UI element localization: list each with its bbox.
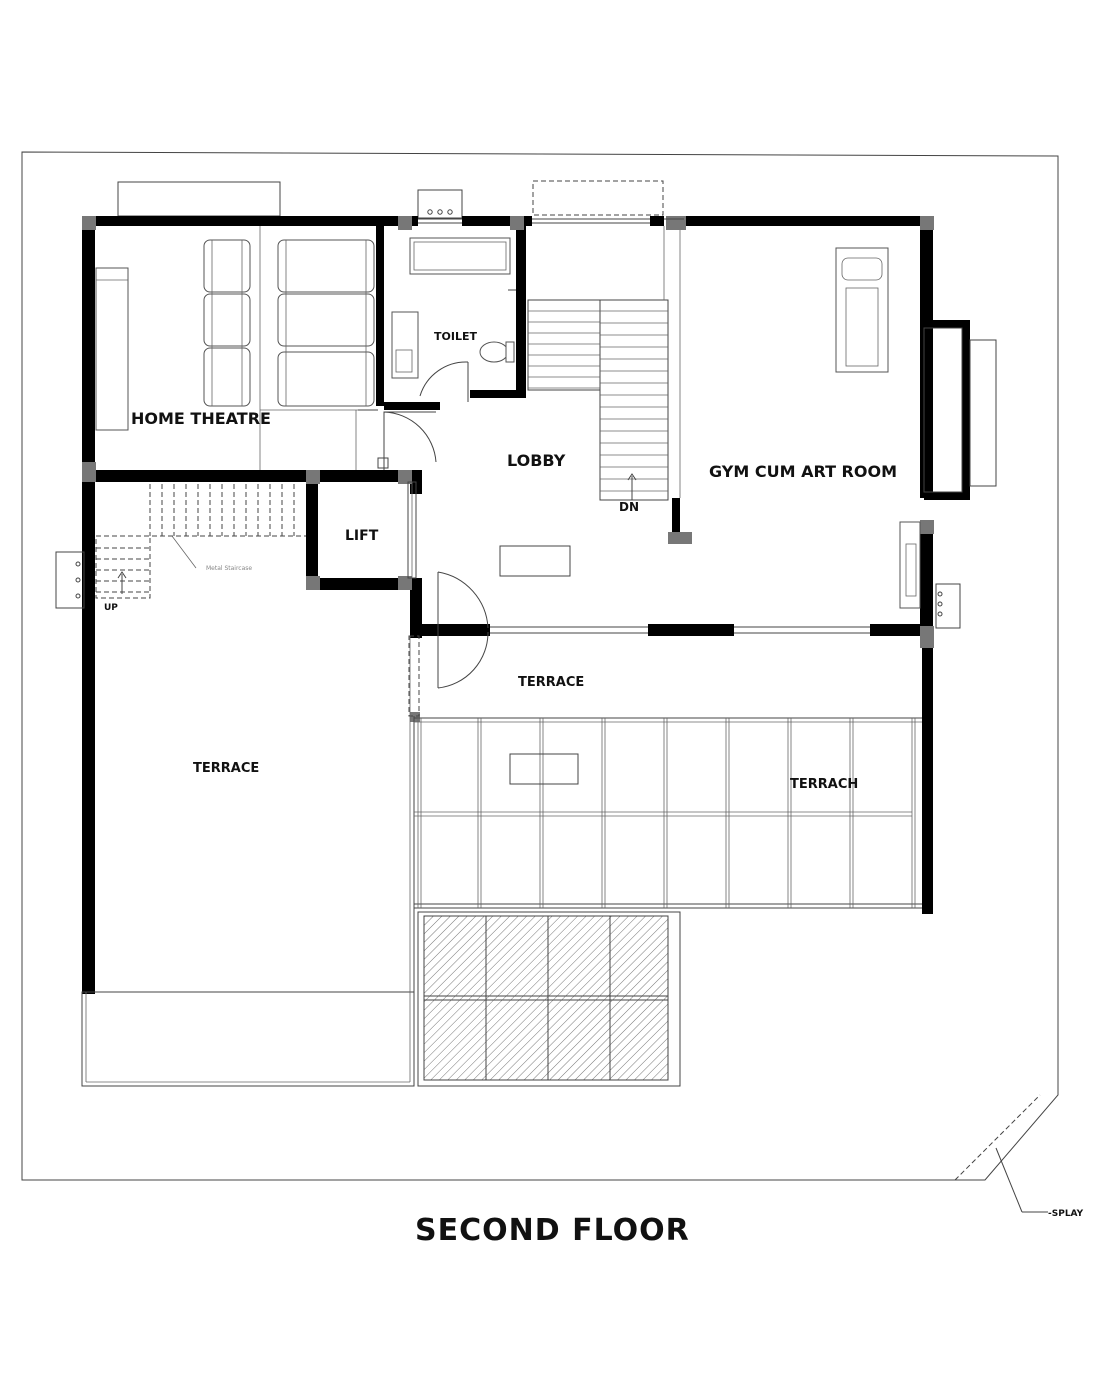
splay-leader	[995, 1147, 1048, 1213]
gym-label: GYM CUM ART ROOM	[709, 462, 897, 481]
columns	[82, 216, 934, 722]
metal-staircase-note: Metal Staircase	[206, 565, 252, 572]
toilet-fixtures	[391, 237, 516, 379]
metal-staircase	[95, 484, 306, 599]
lobby-fixture	[499, 545, 571, 577]
lobby-label: LOBBY	[507, 451, 566, 470]
splay-label: -SPLAY	[1048, 1209, 1084, 1219]
gym-equipment	[679, 230, 921, 609]
terrach-label: TERRACH	[790, 777, 858, 792]
toilet-label: TOILET	[434, 330, 477, 343]
up-marker: UP	[104, 603, 118, 613]
lift-label: LIFT	[345, 528, 379, 544]
pergola-grid	[414, 717, 922, 909]
top-projections	[117, 180, 664, 219]
main-staircase	[527, 226, 669, 501]
home-theatre-label: HOME THEATRE	[131, 409, 271, 428]
hatched-deck	[417, 911, 681, 1087]
plot-boundary	[21, 151, 1059, 1181]
terrace-left-label: TERRACE	[193, 761, 259, 776]
terrace-mid-label: TERRACE	[518, 675, 584, 690]
windows	[55, 218, 997, 717]
walls	[82, 216, 970, 994]
dn-marker: DN	[619, 500, 639, 514]
plan-title: SECOND FLOOR	[415, 1213, 690, 1248]
doors	[383, 361, 489, 689]
home-theatre-furniture	[95, 226, 389, 470]
left-terrace-edge	[81, 636, 415, 1087]
